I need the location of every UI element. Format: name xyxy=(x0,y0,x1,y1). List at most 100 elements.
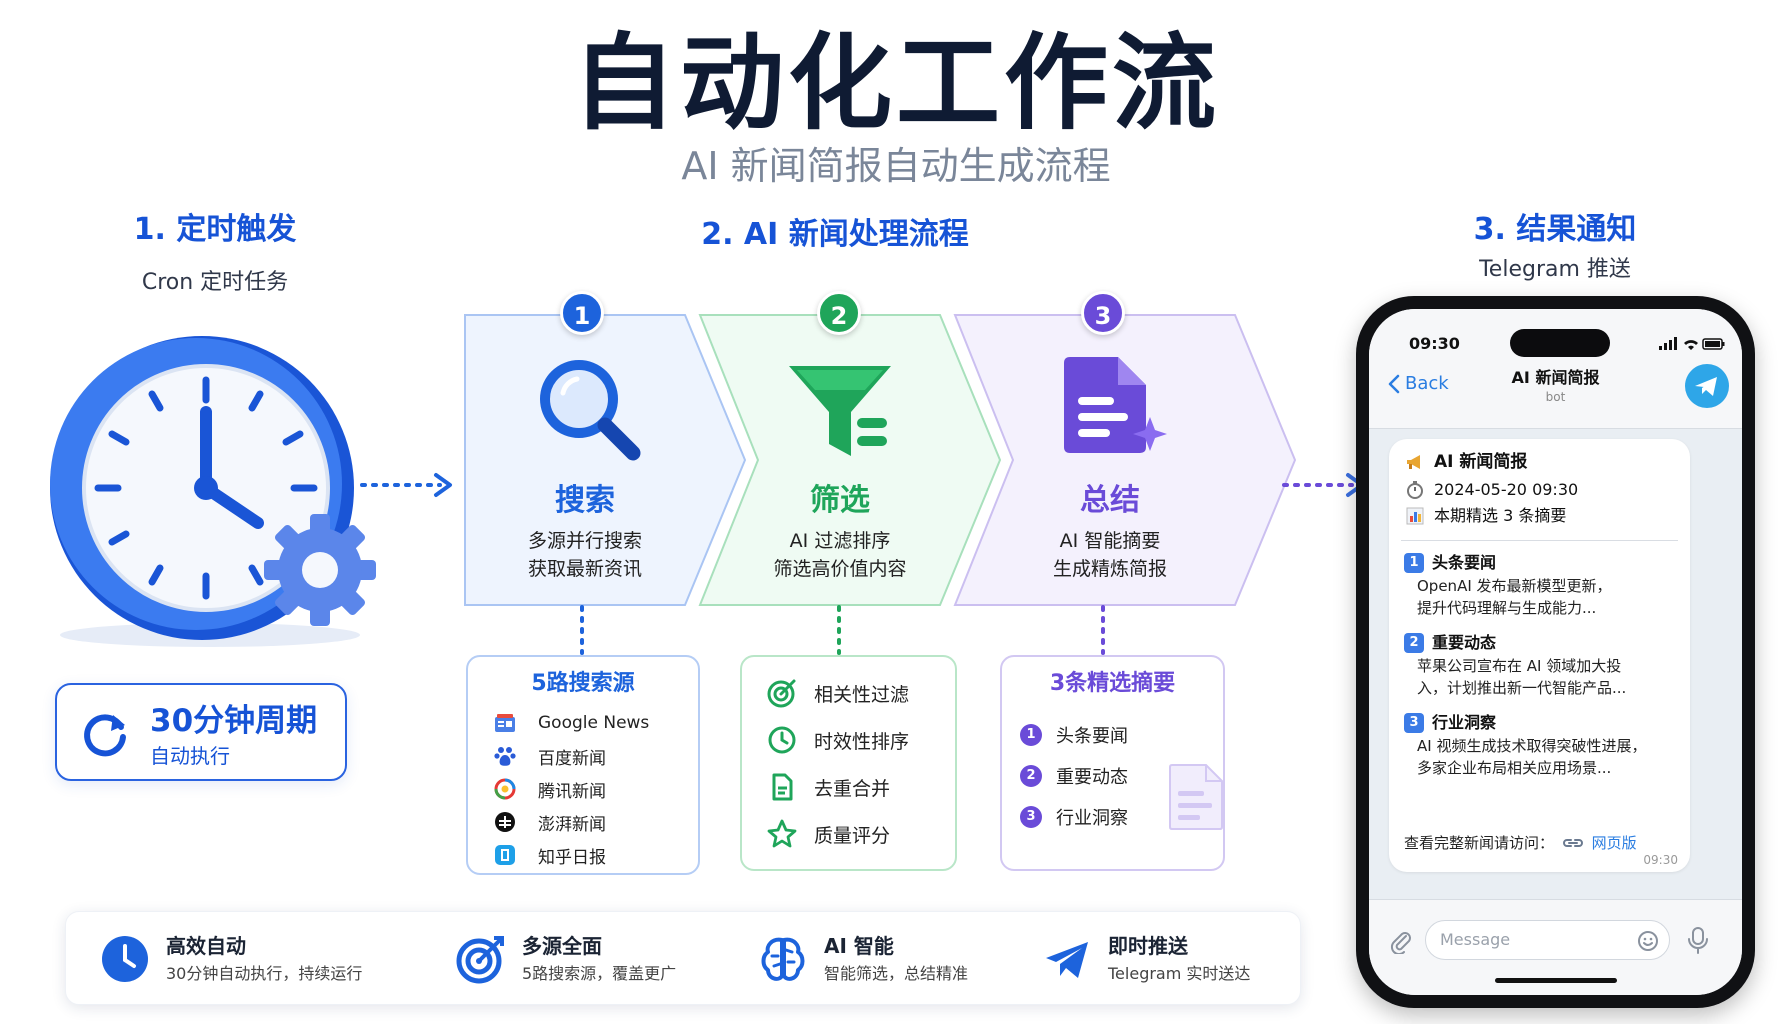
filter-relevance: 相关性过滤 xyxy=(766,677,909,709)
brain-icon xyxy=(761,937,805,981)
feature-desc: 30分钟自动执行，持续运行 xyxy=(166,964,363,983)
chat-title: AI 新闻简报 xyxy=(1511,368,1600,387)
back-button[interactable]: Back xyxy=(1387,371,1449,397)
stage-2-desc-1: AI 过滤排序 xyxy=(789,530,891,552)
clock-gear-icon xyxy=(50,336,376,647)
source-label: 百度新闻 xyxy=(538,748,606,769)
feature-desc: 智能筛选，总结精准 xyxy=(824,964,969,983)
notify-heading: 3. 结果通知 xyxy=(1473,212,1637,247)
msg-section-3: 3 行业洞察 xyxy=(1404,712,1496,734)
source-label: 澎湃新闻 xyxy=(538,814,606,835)
stage-3-desc-2: 生成精炼简报 xyxy=(1052,558,1167,580)
period-sublabel: 自动执行 xyxy=(150,744,230,768)
clock-icon xyxy=(102,936,148,982)
section-line: OpenAI 发布最新模型更新， xyxy=(1417,577,1612,595)
message-input[interactable]: Message xyxy=(1425,920,1670,960)
telegram-icon xyxy=(1695,377,1717,396)
source-label: Google News xyxy=(538,713,650,733)
stage-3-title: 总结 xyxy=(1080,483,1140,518)
funnel-icon xyxy=(789,366,891,456)
target-icon xyxy=(456,936,504,984)
stage-summary-shape xyxy=(953,314,1297,606)
source-google: Google News xyxy=(494,709,649,737)
filter-label: 去重合并 xyxy=(814,777,891,800)
divider xyxy=(1401,540,1678,541)
msg-count: 本期精选 3 条摘要 xyxy=(1434,506,1567,525)
period-label: 30分钟周期 xyxy=(150,703,318,739)
feature-title: 即时推送 xyxy=(1108,934,1188,958)
microphone-icon[interactable] xyxy=(1687,926,1709,954)
bubble-time: 09:30 xyxy=(1643,853,1678,867)
section-title: 行业洞察 xyxy=(1432,713,1497,732)
stage-3-desc-1: AI 智能摘要 xyxy=(1059,530,1161,552)
feature-title: 高效自动 xyxy=(166,934,246,958)
summary-title: 3条精选摘要 xyxy=(1049,671,1176,696)
source-zhihu: 知乎日报 xyxy=(494,841,606,869)
trigger-heading: 1. 定时触发 xyxy=(133,212,297,247)
section-title: 重要动态 xyxy=(1432,633,1497,652)
period-card: 30分钟周期 自动执行 xyxy=(55,683,347,781)
section-num: 2 xyxy=(1404,633,1424,653)
document-icon xyxy=(772,773,793,801)
msg-link-row: 查看完整新闻请访问： 网页版 xyxy=(1404,832,1637,854)
document-sparkle-icon xyxy=(1064,357,1167,453)
baidu-paw-icon xyxy=(494,745,516,767)
summary-label: 行业洞察 xyxy=(1056,808,1128,829)
main-title: 自动化工作流 xyxy=(571,22,1220,144)
feature-title: AI 智能 xyxy=(824,934,894,958)
stage-chevrons xyxy=(464,314,1297,606)
web-version-link[interactable]: 网页版 xyxy=(1591,834,1637,852)
feature-bar: 高效自动 30分钟自动执行，持续运行 多源全面 5路搜索源，覆盖更广 AI 智能… xyxy=(65,911,1301,1005)
msg-date: 2024-05-20 09:30 xyxy=(1434,480,1579,499)
msg-count-row: 本期精选 3 条摘要 xyxy=(1404,505,1566,527)
filter-label: 相关性过滤 xyxy=(814,683,910,706)
message-bubble: AI 新闻简报 2024-05-20 09:30 本期精选 3 条摘要 1 头条… xyxy=(1389,439,1690,872)
feature-desc: 5路搜索源，覆盖更广 xyxy=(522,964,677,983)
chat-header: 09:30 Back AI 新闻简报 bot xyxy=(1369,309,1742,429)
msg-date-row: 2024-05-20 09:30 xyxy=(1404,479,1578,501)
trigger-subheading: Cron 定时任务 xyxy=(141,270,289,295)
sources-title: 5路搜索源 xyxy=(531,671,635,696)
telegram-avatar[interactable] xyxy=(1685,364,1729,408)
msg-section-2: 2 重要动态 xyxy=(1404,632,1496,654)
home-indicator xyxy=(1495,978,1617,983)
stage-1-desc-2: 获取最新资讯 xyxy=(527,558,642,580)
summary-item: 1 头条要闻 xyxy=(1020,721,1128,749)
connector-2 xyxy=(837,605,841,655)
paperclip-icon[interactable] xyxy=(1389,928,1413,954)
msg-section-1: 1 头条要闻 xyxy=(1404,552,1496,574)
filter-dedup: 去重合并 xyxy=(766,771,890,803)
summary-item: 3 行业洞察 xyxy=(1020,803,1128,831)
megaphone-icon xyxy=(1404,452,1426,472)
filters-panel: 相关性过滤 时效性排序 去重合并 质量评分 xyxy=(740,655,957,871)
sticker-icon[interactable] xyxy=(1637,930,1659,952)
refresh-icon xyxy=(84,714,126,757)
feature-desc: Telegram 实时送达 xyxy=(1108,964,1251,983)
section-num: 3 xyxy=(1404,713,1424,733)
source-tencent: 腾讯新闻 xyxy=(494,775,606,803)
thepaper-icon xyxy=(494,811,516,833)
section-line: 多家企业布局相关应用场景... xyxy=(1417,759,1612,777)
input-bar: Message xyxy=(1369,899,1742,995)
section-line: 苹果公司宣布在 AI 领域加大投 xyxy=(1417,657,1622,675)
google-news-icon xyxy=(494,712,516,734)
stage-3-badge: 3 xyxy=(1081,291,1125,335)
notify-subheading: Telegram 推送 xyxy=(1479,257,1631,282)
source-label: 腾讯新闻 xyxy=(538,781,606,802)
link-icon xyxy=(1562,839,1583,847)
source-thepaper: 澎湃新闻 xyxy=(494,808,606,836)
back-label: Back xyxy=(1405,373,1449,394)
chevron-left-icon xyxy=(1388,374,1400,394)
message-placeholder: Message xyxy=(1440,930,1511,949)
section-title: 头条要闻 xyxy=(1432,553,1497,572)
clock-icon xyxy=(768,726,796,754)
tencent-icon xyxy=(494,778,516,800)
section-line: AI 视频生成技术取得突破性进展， xyxy=(1417,737,1647,755)
star-icon xyxy=(767,819,797,848)
stopwatch-icon xyxy=(1404,480,1426,500)
stage-filter-shape xyxy=(698,314,1002,606)
dotted-arrow-icon xyxy=(360,473,452,497)
phone-mockup: 09:30 Back AI 新闻简报 bot AI 新闻简报 xyxy=(1356,296,1755,1008)
summary-panel: 3条精选摘要 1 头条要闻 2 重要动态 3 行业洞察 xyxy=(1000,655,1225,871)
summary-num: 3 xyxy=(1020,806,1042,828)
